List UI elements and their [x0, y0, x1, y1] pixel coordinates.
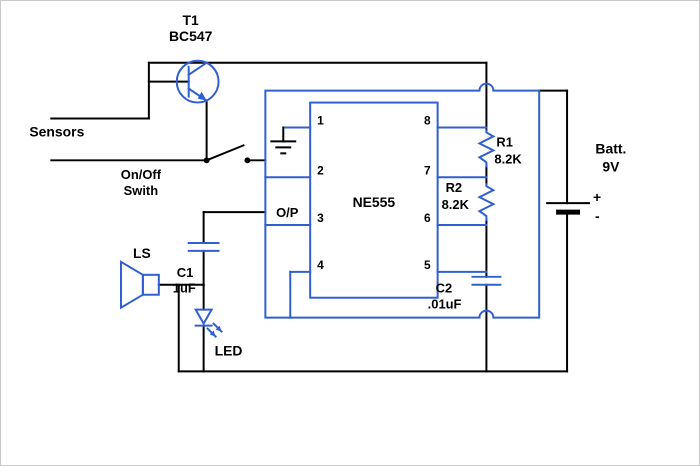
c1-ref: C1 — [177, 265, 194, 280]
capacitor-c1: C1 1uF — [173, 241, 220, 296]
battery-minus-sign: - — [595, 208, 600, 224]
r1-ref: R1 — [496, 134, 513, 149]
r1-value: 8.2K — [494, 151, 522, 166]
c2-value: .01uF — [428, 297, 462, 312]
switch-contact-left — [203, 157, 210, 164]
transistor-t1: T1 BC547 — [169, 12, 220, 104]
led-ray-2-arrow-icon — [215, 325, 222, 332]
resistor-zigzag — [477, 129, 496, 168]
output-label: O/P — [276, 205, 299, 220]
pin3-number: 3 — [317, 211, 324, 225]
speaker-ls: LS — [119, 245, 160, 310]
speaker-horn-icon — [119, 260, 144, 310]
r2-ref: R2 — [446, 180, 463, 195]
transistor-collector — [187, 61, 208, 77]
switch: On/Off Swith — [121, 144, 251, 198]
transistor-body — [175, 59, 220, 104]
pin4-number: 4 — [317, 258, 324, 272]
ic-ne555: NE555 1 2 3 4 8 7 6 5 O/P — [264, 82, 541, 319]
pin8-number: 8 — [424, 113, 431, 127]
battery-plus-sign: + — [593, 189, 601, 205]
ic-name: NE555 — [353, 194, 396, 210]
pin1-number: 1 — [317, 113, 324, 127]
ic-loop-wire — [264, 82, 541, 319]
sensors-label: Sensors — [29, 123, 84, 139]
switch-label-line2: Swith — [124, 183, 159, 198]
switch-contact-right — [244, 157, 251, 164]
ic-body — [309, 101, 439, 299]
pin7-number: 7 — [424, 163, 431, 177]
r2-value: 8.2K — [442, 197, 470, 212]
led-triangle-icon — [193, 308, 214, 326]
pin2-number: 2 — [317, 163, 324, 177]
speaker-label: LS — [133, 245, 151, 261]
pin5-number: 5 — [424, 258, 431, 272]
led: LED — [193, 308, 243, 358]
transistor-ref: T1 — [183, 12, 200, 28]
emitter-arrow-icon — [197, 91, 207, 101]
resistor-r1: R1 8.2K — [477, 129, 522, 168]
pin6-number: 6 — [424, 211, 431, 225]
c2-ref: C2 — [436, 281, 453, 296]
wiring — [50, 61, 569, 373]
resistor-r2: R2 8.2K — [442, 180, 496, 222]
led-label: LED — [215, 342, 243, 358]
resistor-zigzag — [477, 183, 496, 222]
c1-value: 1uF — [173, 281, 196, 296]
ground-icon — [270, 126, 297, 155]
battery-voltage: 9V — [602, 158, 620, 174]
switch-blade — [205, 144, 245, 162]
capacitor-c2: C2 .01uF — [428, 275, 502, 312]
battery-label: Batt. — [595, 140, 626, 156]
speaker-body — [141, 273, 160, 296]
transistor-part: BC547 — [169, 28, 213, 44]
battery-9v: Batt. 9V + - — [546, 140, 626, 224]
switch-label-line1: On/Off — [121, 167, 162, 182]
